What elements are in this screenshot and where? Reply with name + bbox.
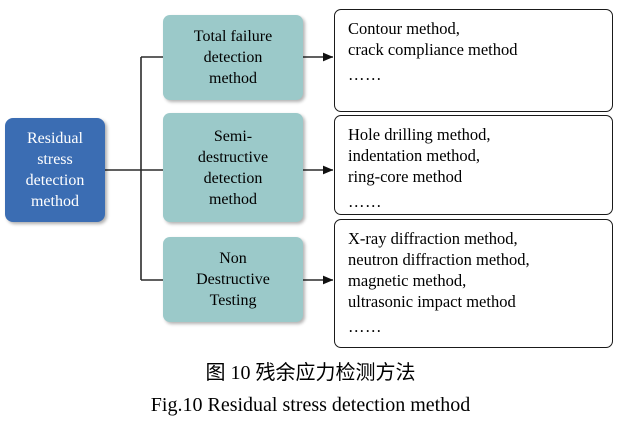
figure-caption-english: Fig.10 Residual stress detection method <box>150 394 471 416</box>
detail-box-ellipsis: …… <box>348 65 382 84</box>
detail-box-non-destructive-methods: X-ray diffraction method, neutron diffra… <box>334 219 613 348</box>
detail-box-ellipsis: …… <box>348 317 382 336</box>
detail-box-total-failure-methods: Contour method, crack compliance method … <box>334 9 613 112</box>
node-residual-stress-detection-method: Residual stress detection method <box>5 118 105 222</box>
category-node-label: Non Destructive Testing <box>196 250 270 309</box>
root-node-label: Residual stress detection method <box>25 130 85 210</box>
figure-caption-chinese: 图 10 残余应力检测方法 <box>205 362 416 384</box>
category-node-label: Total failure detection method <box>193 28 273 87</box>
detail-box-semi-destructive-methods: Hole drilling method, indentation method… <box>334 115 613 215</box>
detail-box-lines: Contour method, crack compliance method <box>348 19 518 59</box>
category-node-label: Semi- destructive detection method <box>197 127 269 208</box>
detail-box-lines: Hole drilling method, indentation method… <box>348 125 491 186</box>
node-total-failure-detection-method: Total failure detection method <box>163 15 303 100</box>
detail-box-lines: X-ray diffraction method, neutron diffra… <box>348 229 530 311</box>
detail-box-ellipsis: …… <box>348 192 382 211</box>
node-semi-destructive-detection-method: Semi- destructive detection method <box>163 113 303 222</box>
node-non-destructive-testing: Non Destructive Testing <box>163 237 303 322</box>
